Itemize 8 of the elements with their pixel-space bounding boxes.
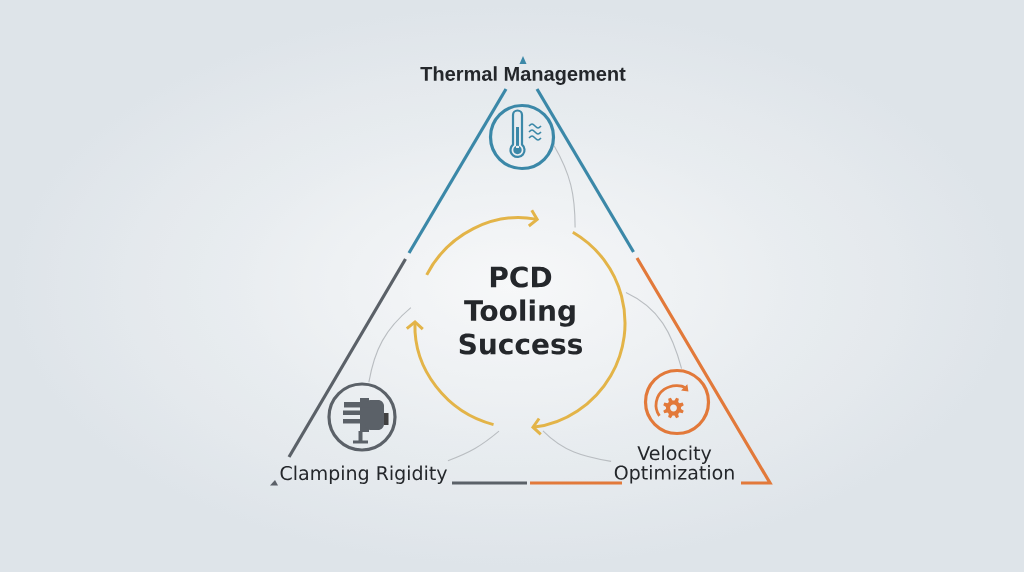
node-label: Clamping Rigidity — [280, 465, 447, 484]
connector-line — [368, 307, 412, 383]
connector-line — [542, 430, 612, 462]
connector-line — [447, 430, 500, 462]
connector-line — [625, 292, 683, 370]
node-label: Velocity Optimization — [614, 445, 734, 484]
connector-line — [553, 145, 576, 229]
node-label: Thermal Management — [420, 66, 626, 85]
